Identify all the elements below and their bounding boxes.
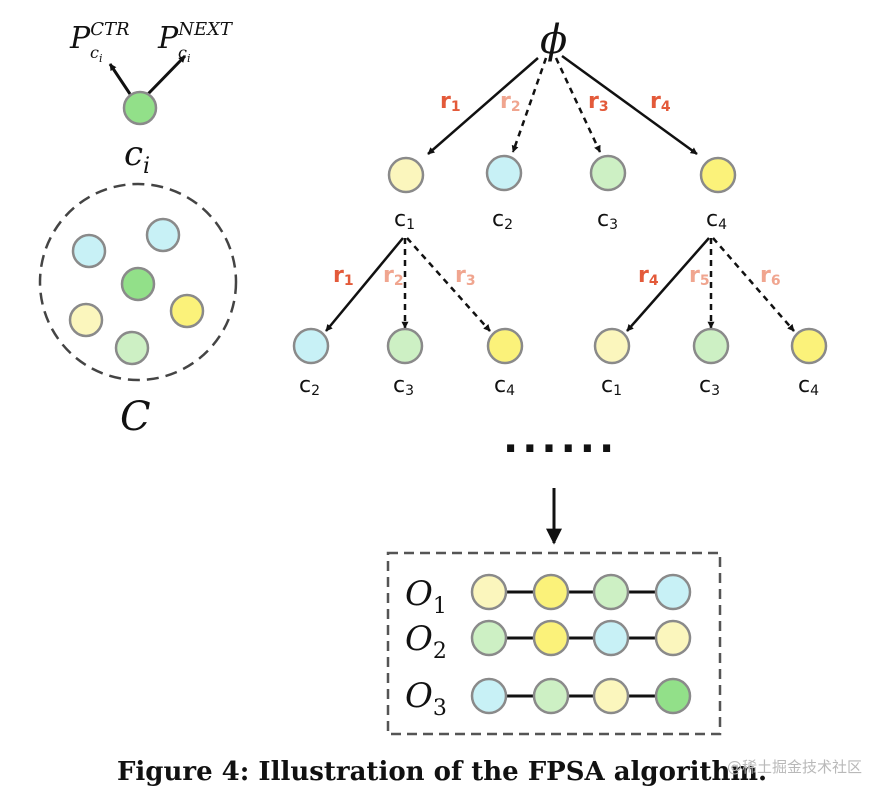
sequence-row: O3	[405, 676, 692, 721]
figure-caption: Figure 4: Illustration of the FPSA algor…	[117, 757, 767, 787]
edge-label: r3	[588, 89, 609, 115]
set-label: C	[120, 394, 151, 440]
edge-label: r1	[333, 263, 354, 289]
output-sequences: O1 O2 O3	[386, 551, 722, 736]
sequence-row: O2	[405, 619, 692, 664]
node-label: c4	[798, 373, 819, 399]
tree-node	[589, 154, 627, 192]
edge-r2	[511, 57, 548, 153]
sequence-node	[470, 573, 508, 611]
set-node	[114, 330, 150, 366]
edge-label: r4	[650, 89, 671, 115]
edge-label: r5	[689, 263, 710, 289]
edge-label: r3	[455, 263, 476, 289]
sequence-node	[654, 573, 692, 611]
sequence-row: O1	[405, 573, 692, 619]
p-next-label: PNEXT	[157, 19, 234, 56]
set-node	[71, 233, 107, 269]
sequence-node	[532, 677, 570, 715]
edge-right-r6	[712, 237, 795, 332]
sequence-node	[654, 619, 692, 657]
node-label: c2	[299, 373, 320, 399]
continuation-ellipsis: ......	[503, 416, 618, 462]
tree-node	[692, 327, 730, 365]
sequence-node	[592, 573, 630, 611]
tree-node	[486, 327, 524, 365]
edge-label: r2	[500, 89, 521, 115]
edge-r1	[427, 57, 539, 155]
tree-node	[387, 156, 425, 194]
p-next-sub: ci	[178, 43, 191, 65]
candidate-set-boundary	[38, 182, 238, 382]
set-node	[169, 293, 205, 329]
set-node	[120, 266, 156, 302]
tree-node	[699, 156, 737, 194]
node-label: c2	[492, 207, 513, 233]
edge-label: r4	[638, 263, 659, 289]
edge-label: r6	[760, 263, 781, 289]
edge-r4	[561, 54, 698, 156]
arrow-to-p-next	[146, 54, 187, 96]
set-node	[68, 302, 104, 338]
tree-node	[485, 154, 523, 192]
tree-node	[292, 327, 330, 365]
search-tree: ϕ r1 r2 r3 r4 c1 c2 c3 c4 r1 r2 r3 c2 c3…	[292, 17, 828, 545]
sequence-node	[532, 573, 570, 611]
edge-right-r4	[626, 237, 710, 332]
sequence-node	[654, 677, 692, 715]
p-ctr-label: PCTR	[69, 19, 130, 56]
output-box	[386, 551, 722, 736]
sequence-node	[470, 677, 508, 715]
tree-node	[593, 327, 631, 365]
node-label: c3	[393, 373, 414, 399]
sequence-node	[592, 619, 630, 657]
sequence-label: O3	[405, 676, 447, 721]
node-label: c3	[597, 207, 618, 233]
node-label: c1	[601, 373, 622, 399]
node-label: c1	[394, 207, 415, 233]
ci-node	[122, 90, 158, 126]
tree-node	[386, 327, 424, 365]
sequence-label: O1	[405, 574, 447, 619]
node-label: c4	[494, 373, 515, 399]
set-node	[145, 217, 181, 253]
legend-panel: PCTR ci PNEXT ci ci C	[38, 19, 238, 440]
node-label: c4	[706, 207, 727, 233]
node-label: c3	[699, 373, 720, 399]
sequence-label: O2	[405, 619, 447, 664]
watermark: @稀土掘金技术社区	[727, 758, 862, 776]
ci-label: ci	[124, 134, 150, 179]
edge-left-r3	[406, 237, 491, 332]
edge-label: r2	[383, 263, 404, 289]
sequence-node	[532, 619, 570, 657]
sequence-node	[470, 619, 508, 657]
sequence-node	[592, 677, 630, 715]
edge-left-r1	[325, 237, 404, 332]
p-ctr-sub: ci	[90, 43, 103, 65]
arrow-to-p-ctr	[108, 63, 132, 95]
edge-label: r1	[440, 89, 461, 115]
tree-node	[790, 327, 828, 365]
